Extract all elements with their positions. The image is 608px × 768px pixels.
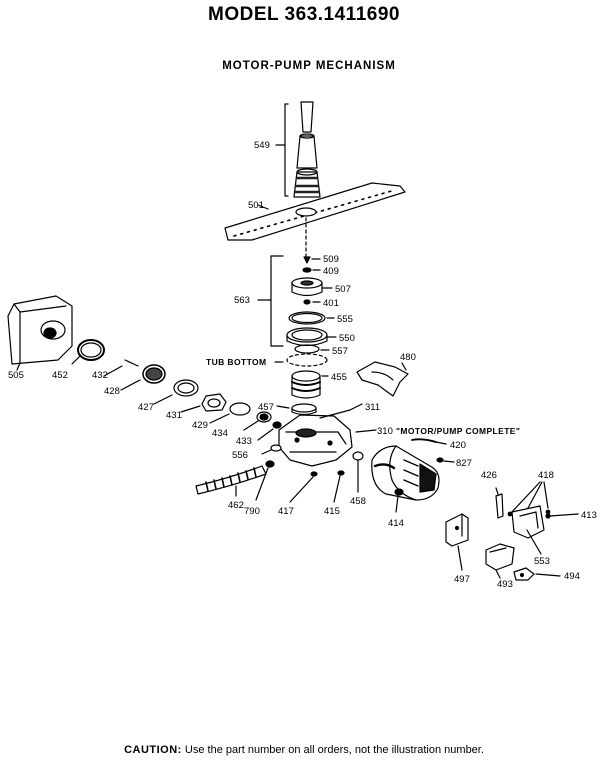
caution-label: CAUTION: xyxy=(124,744,182,756)
label-401: 401 xyxy=(323,298,339,309)
label-418: 418 xyxy=(538,470,554,481)
caution-note: CAUTION: Use the part number on all orde… xyxy=(0,744,608,756)
label-509: 509 xyxy=(323,254,339,265)
label-310: 310 xyxy=(377,426,393,437)
label-507: 507 xyxy=(335,284,351,295)
part-427-ring xyxy=(153,379,199,405)
part-432-bolt xyxy=(103,359,139,377)
label-426: 426 xyxy=(481,470,497,481)
label-827: 827 xyxy=(456,458,472,469)
label-790: 790 xyxy=(244,506,260,517)
label-428: 428 xyxy=(104,386,120,397)
label-555: 555 xyxy=(337,314,353,325)
part-790-clamp xyxy=(255,460,275,501)
part-415-screw xyxy=(333,470,345,503)
part-550-seal xyxy=(286,327,337,347)
part-428-impeller xyxy=(120,364,166,391)
part-480-cover xyxy=(356,361,409,397)
part-420-wire xyxy=(411,438,447,445)
label-414: 414 xyxy=(388,518,404,529)
part-413-screw xyxy=(545,513,579,519)
label-motor-pump-complete: "MOTOR/PUMP COMPLETE" xyxy=(396,426,520,436)
label-550: 550 xyxy=(339,333,355,344)
label-415: 415 xyxy=(324,506,340,517)
label-431: 431 xyxy=(166,410,182,421)
part-310-motor xyxy=(371,445,440,501)
label-433: 433 xyxy=(236,436,252,447)
part-509-screw xyxy=(303,256,321,264)
part-827-screw xyxy=(436,457,455,463)
part-426-clip xyxy=(495,487,504,519)
label-462: 462 xyxy=(228,500,244,511)
label-429: 429 xyxy=(192,420,208,431)
exploded-parts-diagram: 549 501 509 409 507 563 401 555 550 557 … xyxy=(7,101,597,590)
label-417: 417 xyxy=(278,506,294,517)
part-556-fitting xyxy=(261,444,282,455)
part-431-plate xyxy=(180,393,227,413)
part-493-switch xyxy=(485,543,515,579)
part-505-chamber xyxy=(7,295,73,371)
label-tub-bottom: TUB BOTTOM xyxy=(206,357,267,367)
group-563-bracket xyxy=(270,255,284,347)
label-563: 563 xyxy=(234,295,250,306)
part-433-nut xyxy=(257,421,282,441)
part-497-bracket xyxy=(445,513,469,571)
part-494-actuator xyxy=(513,567,561,581)
label-480: 480 xyxy=(400,352,416,363)
label-420: 420 xyxy=(450,440,466,451)
label-432: 432 xyxy=(92,370,108,381)
label-457: 457 xyxy=(258,402,274,413)
part-549-spray-tower xyxy=(275,101,321,198)
label-549: 549 xyxy=(254,140,270,151)
label-556: 556 xyxy=(232,450,248,461)
part-434-disc xyxy=(243,411,272,431)
part-409-washer xyxy=(302,267,321,273)
part-501-spray-arm xyxy=(224,182,406,259)
label-427: 427 xyxy=(138,402,154,413)
part-417-screw xyxy=(289,471,318,503)
label-494: 494 xyxy=(564,571,580,582)
label-505: 505 xyxy=(8,370,24,381)
label-553: 553 xyxy=(534,556,550,567)
label-458: 458 xyxy=(350,496,366,507)
label-434: 434 xyxy=(212,428,228,439)
part-462-hose xyxy=(195,465,267,497)
part-401-clip xyxy=(303,299,321,305)
part-452-clamp xyxy=(71,339,105,365)
part-429-washer xyxy=(209,402,251,424)
part-457-seal xyxy=(276,403,317,416)
part-311-pump-housing xyxy=(278,403,377,467)
diagram-subtitle: MOTOR-PUMP MECHANISM xyxy=(222,60,396,72)
part-455-collar xyxy=(291,370,329,399)
label-493: 493 xyxy=(497,579,513,590)
tub-bottom-line xyxy=(274,353,328,367)
part-557-gasket xyxy=(294,344,330,354)
label-311: 311 xyxy=(365,402,380,413)
part-507-hub xyxy=(291,277,333,297)
label-413: 413 xyxy=(581,510,597,521)
label-409: 409 xyxy=(323,266,339,277)
caution-text: Use the part number on all orders, not t… xyxy=(184,744,484,756)
label-557: 557 xyxy=(332,346,348,357)
model-title: MODEL 363.1411690 xyxy=(208,4,400,25)
part-555-ring xyxy=(288,311,335,325)
label-452: 452 xyxy=(52,370,68,381)
label-455: 455 xyxy=(331,372,347,383)
part-458-grommet xyxy=(352,451,364,493)
part-414-mount xyxy=(394,488,404,513)
label-497: 497 xyxy=(454,574,470,585)
part-553-bracket xyxy=(511,505,545,555)
label-501: 501 xyxy=(248,200,264,211)
